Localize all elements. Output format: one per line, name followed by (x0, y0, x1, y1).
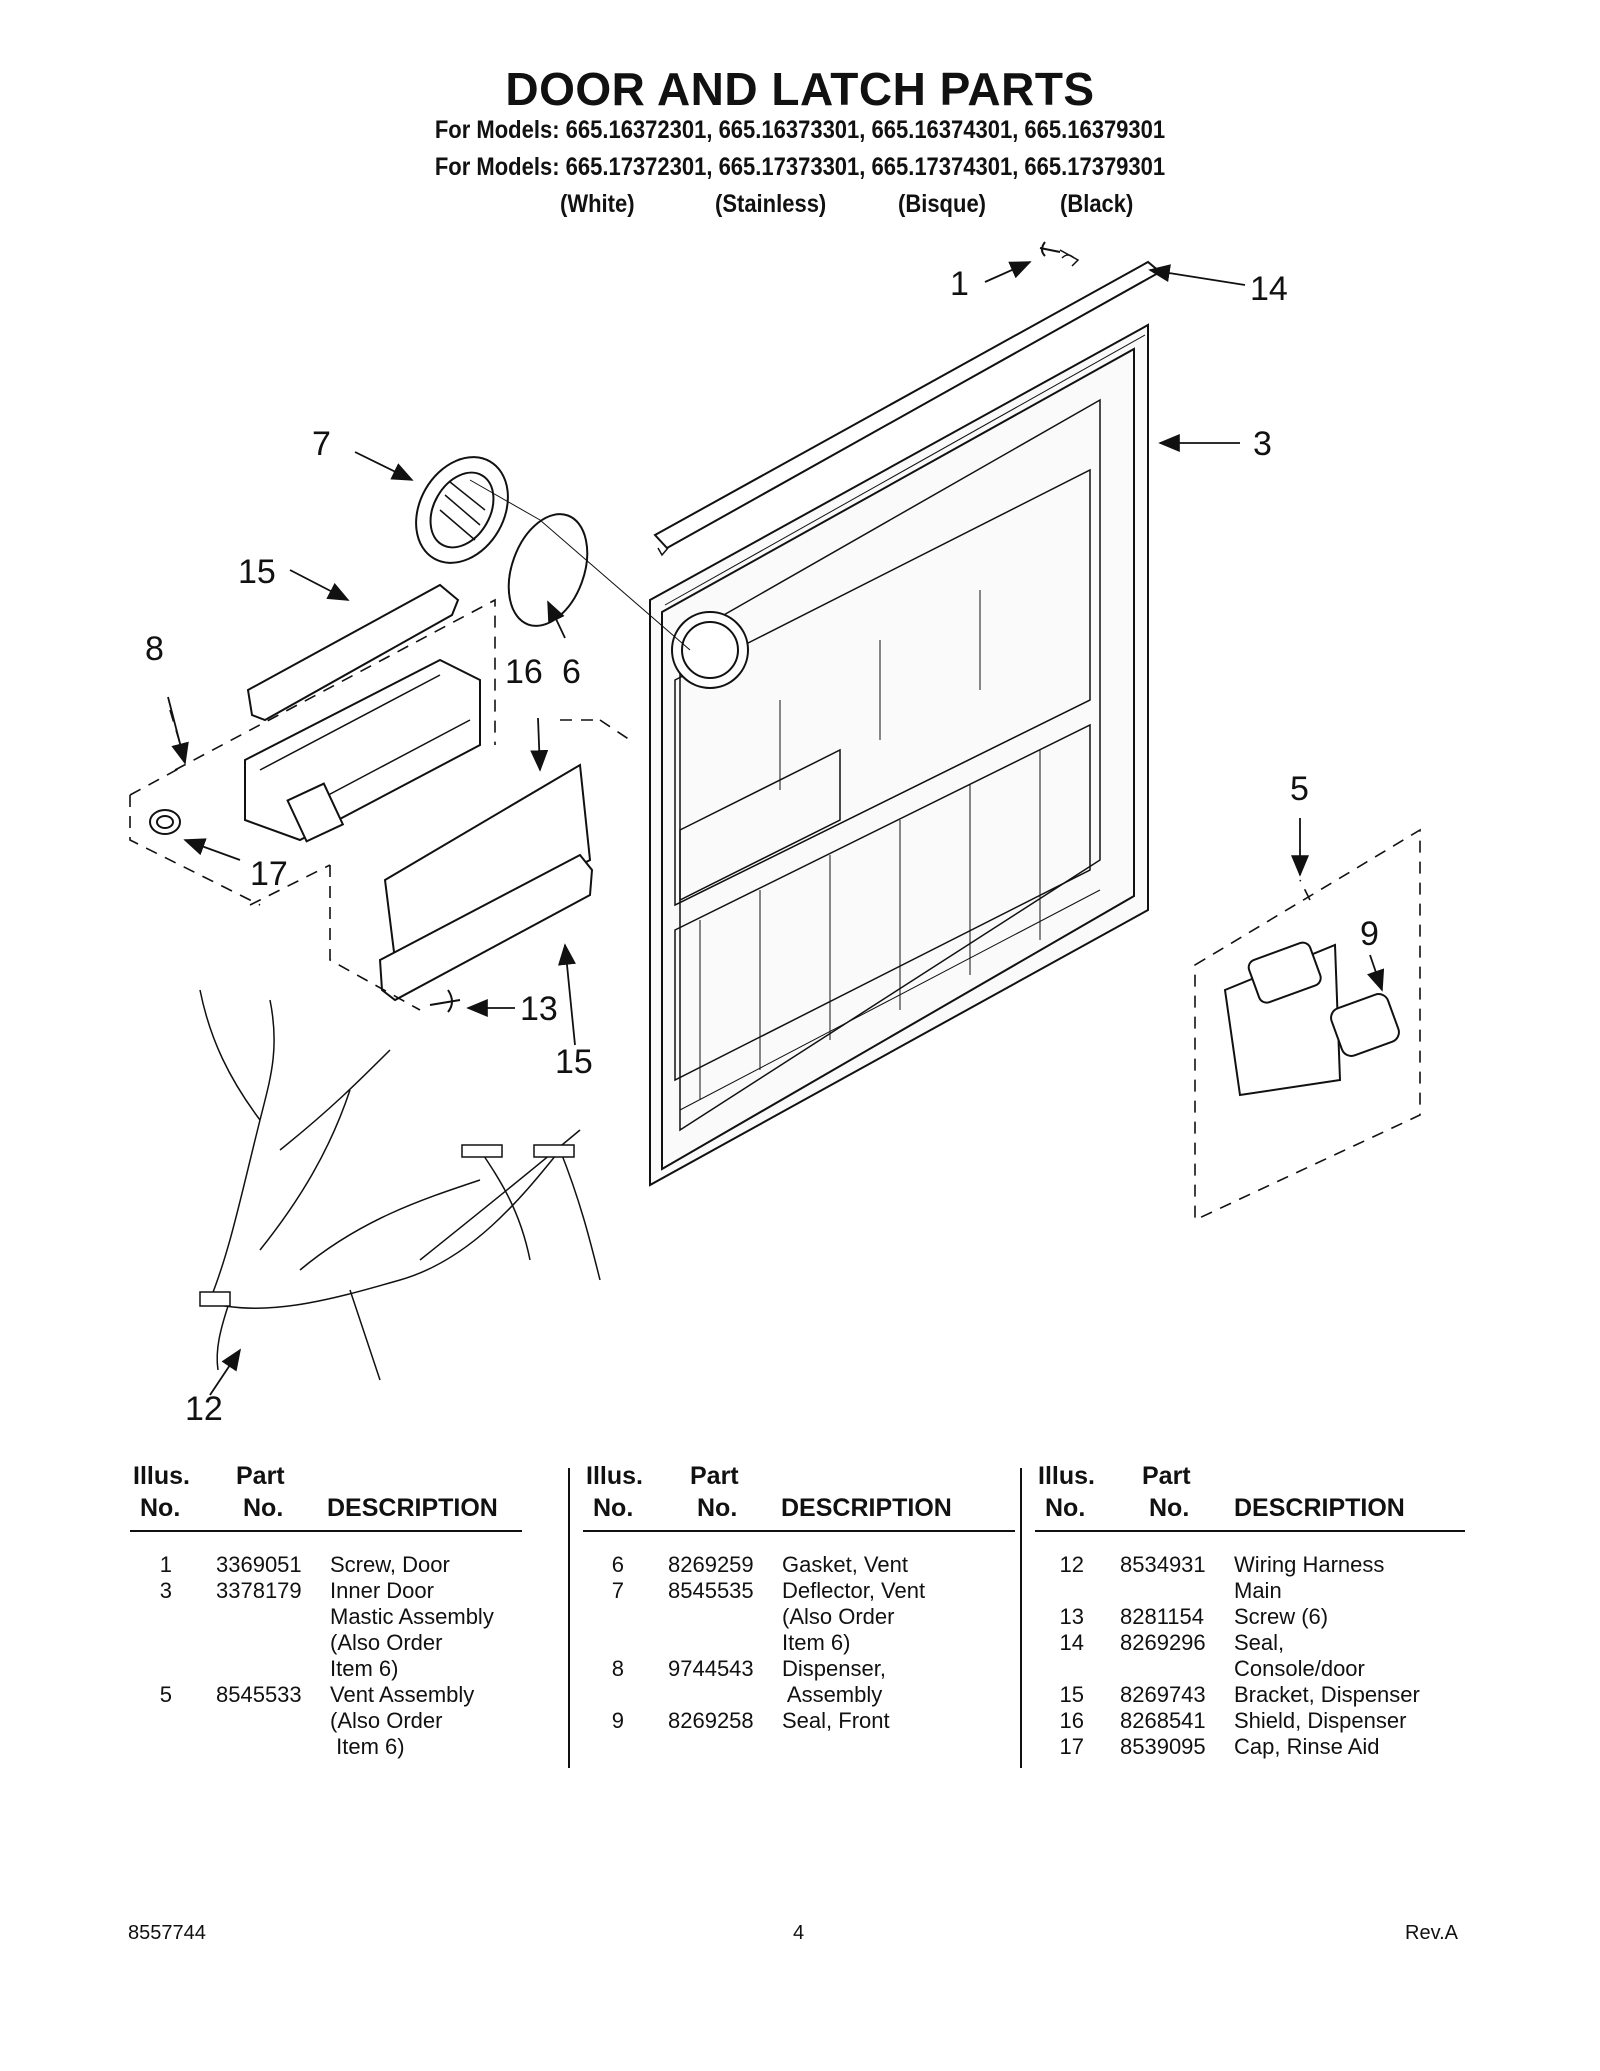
models-line-2: For Models: 665.17372301, 665.17373301, … (434, 153, 1166, 181)
callout-15-lower: 15 (555, 1043, 593, 1081)
dispenser-assembly (244, 658, 481, 843)
page-number: 4 (793, 1922, 805, 1944)
header-part-no: No. (697, 1494, 738, 1522)
header-illus: Illus. (133, 1462, 190, 1490)
header-rule (130, 1530, 522, 1532)
header-illus-no: No. (140, 1494, 181, 1522)
header-part: Part (690, 1462, 739, 1490)
dispenser-bracket-upper (246, 583, 460, 722)
vent-alignment-line (469, 479, 691, 651)
callout-7: 7 (312, 425, 331, 463)
header-description: DESCRIPTION (781, 1494, 952, 1522)
header-description: DESCRIPTION (1234, 1494, 1405, 1522)
front-seal (1330, 993, 1400, 1057)
callout-9: 9 (1360, 915, 1379, 953)
column-divider (1020, 1468, 1022, 1768)
callout-6: 6 (562, 653, 581, 691)
inner-door-panel (649, 323, 1149, 1187)
callout-8: 8 (145, 630, 164, 668)
header-part-no: No. (243, 1494, 284, 1522)
callout-16: 16 (505, 653, 543, 691)
finish-black: (Black) (1060, 190, 1134, 218)
door-screw (1039, 241, 1061, 257)
header-description: DESCRIPTION (327, 1494, 498, 1522)
header-part-no: No. (1149, 1494, 1190, 1522)
header-illus-no: No. (1045, 1494, 1086, 1522)
callout-14: 14 (1250, 270, 1288, 308)
callout-13: 13 (520, 990, 558, 1028)
vent-gasket (507, 513, 589, 627)
callout-1: 1 (950, 265, 969, 303)
revision-label: Rev.A (1405, 1922, 1458, 1944)
header-part: Part (1142, 1462, 1191, 1490)
callout-5: 5 (1290, 770, 1309, 808)
column-divider (568, 1468, 570, 1768)
finish-bisque: (Bisque) (898, 190, 986, 218)
page-title: DOOR AND LATCH PARTS (505, 63, 1095, 115)
callout-15-upper: 15 (238, 553, 276, 591)
finish-white: (White) (560, 190, 635, 218)
rinse-aid-cap (149, 809, 181, 835)
header-rule (583, 1530, 1015, 1532)
callout-12: 12 (185, 1390, 223, 1428)
models-line-1: For Models: 665.16372301, 665.16373301, … (434, 116, 1166, 144)
header-part: Part (236, 1462, 285, 1490)
dispenser-shield (383, 763, 592, 962)
doc-number: 8557744 (128, 1922, 206, 1944)
header-illus: Illus. (1038, 1462, 1095, 1490)
header-illus-no: No. (593, 1494, 634, 1522)
header-illus: Illus. (586, 1462, 643, 1490)
vent-deflector (415, 456, 509, 564)
callout-3: 3 (1253, 425, 1272, 463)
vent-assembly (1223, 941, 1342, 1097)
callout-17: 17 (250, 855, 288, 893)
header-rule (1035, 1530, 1465, 1532)
callout-leaders (167, 261, 1385, 1396)
wiring-harness (199, 989, 601, 1381)
parts-table: Illus. No. Part No. DESCRIPTION Illus. N… (0, 1460, 1600, 1780)
finish-stainless: (Stainless) (715, 190, 827, 218)
assembly-grouping-lines (129, 598, 1421, 1222)
dispenser-bracket-lower (378, 853, 594, 1002)
dispenser-screw (429, 989, 461, 1013)
